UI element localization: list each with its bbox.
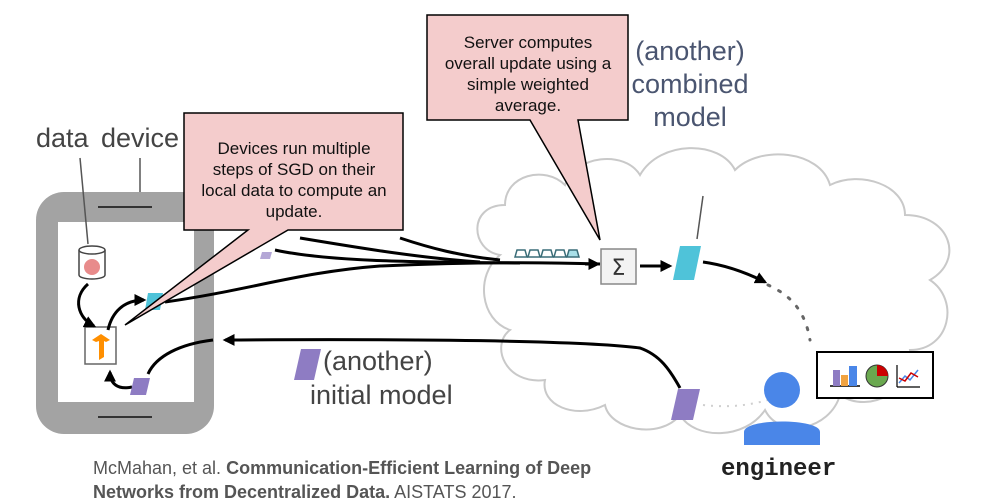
sigma-icon: Σ bbox=[600, 248, 637, 285]
server-callout-text: Server computes overall update using a s… bbox=[444, 33, 612, 115]
engineer-label: engineer bbox=[721, 456, 837, 483]
aggregated-updates-icon bbox=[514, 249, 580, 258]
update-flow-lines bbox=[164, 236, 601, 304]
citation-title-line2: Networks from Decentralized Data. bbox=[93, 482, 391, 502]
device-callout-bubble bbox=[124, 112, 404, 326]
citation-venue: AISTATS 2017. bbox=[394, 482, 517, 502]
initial-to-model-arrow bbox=[104, 369, 133, 390]
return-into-device-line bbox=[146, 338, 214, 375]
bar-chart-icon bbox=[830, 366, 860, 387]
database-icon bbox=[78, 245, 106, 280]
combined-to-engineer-arrow bbox=[702, 260, 768, 284]
other-device-model-icon bbox=[260, 252, 272, 259]
engineer-icon bbox=[744, 372, 820, 445]
device-label: device bbox=[101, 123, 180, 153]
model-to-update-arrow bbox=[106, 294, 147, 331]
combined-model-label: (another) combined model bbox=[625, 35, 755, 134]
pie-chart-icon bbox=[865, 364, 889, 388]
new-initial-model-icon bbox=[671, 389, 700, 420]
citation: McMahan, et al. Communication-Efficient … bbox=[93, 456, 693, 504]
tensorflow-icon bbox=[84, 326, 117, 365]
line-chart-icon bbox=[896, 365, 920, 388]
initial-model-label: initial model bbox=[310, 380, 453, 410]
server-callout-bubble bbox=[426, 14, 629, 241]
local-model-icon bbox=[130, 378, 150, 395]
data-label: data bbox=[36, 123, 89, 153]
combined-label-line2: combined bbox=[631, 69, 749, 99]
combined-label-line3: model bbox=[653, 102, 727, 132]
device-callout-text: Devices run multiple steps of SGD on the… bbox=[201, 139, 387, 221]
combined-label-line1: (another) bbox=[635, 36, 745, 66]
another-label: (another) bbox=[323, 346, 433, 376]
citation-title-line1: Communication-Efficient Learning of Deep bbox=[226, 458, 592, 478]
analytics-panel bbox=[816, 351, 934, 399]
combined-pointer-line bbox=[696, 195, 704, 240]
model-return-arrow bbox=[222, 333, 682, 389]
sigma-symbol: Σ bbox=[612, 256, 626, 281]
citation-authors: McMahan, et al. bbox=[93, 458, 222, 478]
data-to-model-arrow bbox=[77, 282, 97, 328]
combined-model-icon bbox=[673, 246, 701, 280]
data-pointer-line bbox=[79, 157, 89, 245]
another-initial-model-icon bbox=[294, 349, 321, 380]
